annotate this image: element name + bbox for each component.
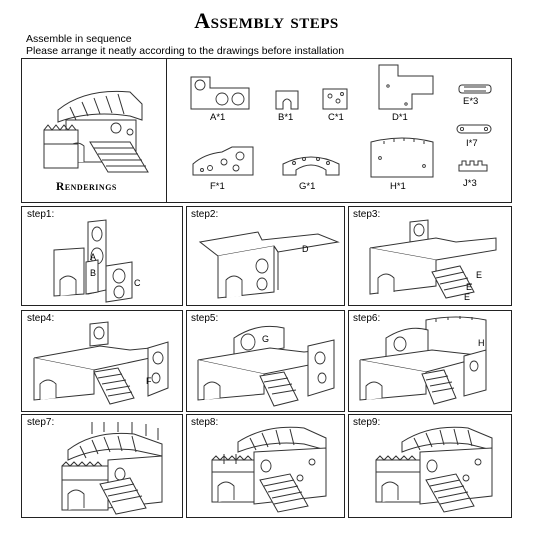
- step-1-drawing: A B C: [53, 219, 141, 303]
- svg-text:D: D: [302, 244, 309, 254]
- step-2-panel: [186, 206, 345, 306]
- svg-text:H: H: [478, 338, 485, 348]
- step-7-panel: [21, 414, 183, 518]
- step-7-drawing: [61, 422, 163, 515]
- step-4-label: step4:: [27, 313, 55, 324]
- svg-text:B: B: [90, 268, 96, 278]
- step-3-drawing: E E E: [369, 219, 497, 302]
- part-label-c: C*1: [328, 112, 344, 123]
- part-label-f: F*1: [210, 181, 225, 192]
- svg-text:C: C: [134, 278, 141, 288]
- step-9-panel: [348, 414, 512, 518]
- part-label-b: B*1: [278, 112, 294, 123]
- part-label-h: H*1: [390, 181, 406, 192]
- step-9-label: step9:: [353, 417, 381, 428]
- svg-text:G: G: [262, 334, 269, 344]
- svg-text:E: E: [464, 292, 470, 302]
- svg-text:E: E: [466, 282, 472, 292]
- part-h-drawing: [370, 137, 434, 178]
- step-9-drawing: [375, 426, 493, 513]
- part-label-g: G*1: [299, 181, 316, 192]
- instruction-line-1: Assemble in sequence: [26, 33, 132, 45]
- step-7-label: step7:: [27, 417, 55, 428]
- part-g-drawing: [282, 156, 340, 176]
- step-5-panel: [186, 310, 345, 412]
- part-i-drawing: [456, 124, 492, 134]
- step-2-drawing: D: [198, 231, 340, 299]
- page-title: Assembly steps: [194, 8, 339, 33]
- step-4-panel: [21, 310, 183, 412]
- step-5-label: step5:: [191, 313, 219, 324]
- rendering-drawing: [43, 90, 149, 173]
- svg-text:A: A: [90, 252, 96, 262]
- step-6-drawing: H: [359, 316, 487, 405]
- part-a-drawing: [190, 76, 250, 110]
- part-c-drawing: [322, 88, 348, 110]
- part-label-e: E*3: [463, 96, 479, 107]
- svg-text:F: F: [146, 376, 152, 386]
- step-3-label: step3:: [353, 209, 381, 220]
- part-label-i: I*7: [466, 138, 478, 149]
- svg-text:E: E: [476, 270, 482, 280]
- step-3-panel: [348, 206, 512, 306]
- step-6-label: step6:: [353, 313, 381, 324]
- part-label-j: J*3: [463, 178, 477, 189]
- panel-divider: [166, 58, 167, 203]
- step-5-drawing: G: [197, 325, 335, 407]
- step-8-panel: [186, 414, 345, 518]
- parts-panel: [21, 58, 512, 203]
- part-label-d: D*1: [392, 112, 408, 123]
- step-8-label: step8:: [191, 417, 219, 428]
- part-b-drawing: [275, 90, 299, 110]
- instruction-line-2: Please arrange it neatly according to th…: [26, 45, 345, 57]
- part-d-drawing: [378, 64, 434, 110]
- step-1-label: step1:: [27, 209, 55, 220]
- renderings-label: Renderings: [56, 181, 117, 193]
- step-8-drawing: [211, 426, 327, 513]
- step-4-drawing: F: [33, 321, 169, 405]
- step-2-label: step2:: [191, 209, 219, 220]
- step-1-panel: [21, 206, 183, 306]
- part-e-drawing: [458, 84, 492, 94]
- step-6-panel: [348, 310, 512, 412]
- part-label-a: A*1: [210, 112, 226, 123]
- part-f-drawing: [192, 146, 254, 176]
- part-j-drawing: [458, 160, 488, 172]
